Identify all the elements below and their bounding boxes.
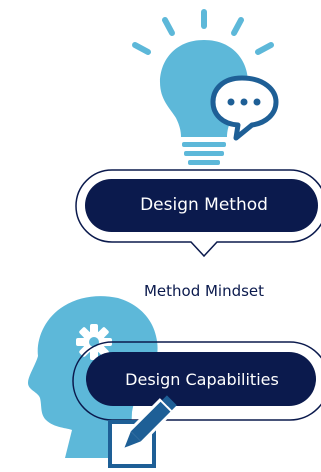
speech-bubble-icon <box>210 75 279 141</box>
pencil-icon <box>124 395 177 448</box>
gear-icon <box>76 324 112 360</box>
design-capabilities-label: Design Capabilities <box>125 370 279 389</box>
design-method-label: Design Method <box>140 195 268 215</box>
light-rays <box>132 9 274 55</box>
method-mindset-text: Method Mindset <box>143 282 265 300</box>
design-capabilities-pill <box>86 352 316 406</box>
design-method-pill <box>85 179 318 232</box>
